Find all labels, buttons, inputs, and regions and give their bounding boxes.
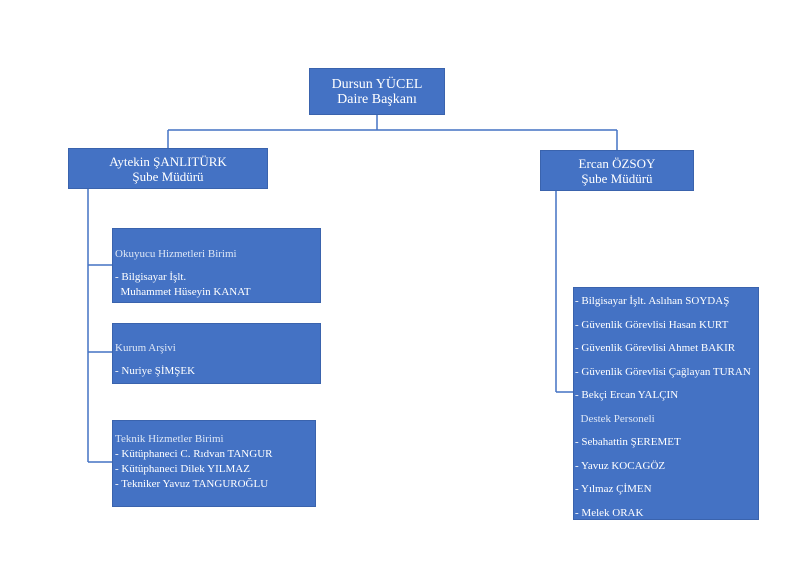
unit-header: Teknik Hizmetler Birimi [115,433,224,445]
node-title: Şube Müdürü [132,168,204,184]
staff-line: Muhammet Hüseyin KANAT [115,286,251,298]
node-name: Dursun YÜCEL [331,76,423,92]
node-title: Şube Müdürü [581,170,653,186]
node-sube-muduru-right: Ercan ÖZSOY Şube Müdürü [540,150,694,191]
staff-line: - Güvenlik Görevlisi Çağlayan TURAN [575,365,751,378]
staff-line: - Sebahattin ŞEREMET [575,436,681,448]
staff-line: - Bilgisayar İşlt. Aslıhan SOYDAŞ [575,295,730,307]
node-name: Ercan ÖZSOY [578,155,656,171]
unit-header: Destek Personeli [575,412,655,425]
staff-line: - Yavuz KOCAGÖZ [575,459,666,472]
node-destek-personeli: - Bilgisayar İşlt. Aslıhan SOYDAŞ - Güve… [573,287,759,520]
staff-line: - Bekçi Ercan YALÇIN [575,389,679,401]
node-name: Aytekin ŞANLITÜRK [109,153,227,169]
node-title: Daire Başkanı [337,91,417,107]
node-teknik-hizmetler: Teknik Hizmetler Birimi - Kütüphaneci C.… [112,420,316,507]
node-kurum-arsivi: Kurum Arşivi - Nuriye ŞİMŞEK [112,323,321,384]
unit-header: Kurum Arşivi [115,342,176,354]
node-okuyucu-hizmetleri: Okuyucu Hizmetleri Birimi - Bilgisayar İ… [112,228,321,303]
staff-line: - Kütüphaneci C. Rıdvan TANGUR [115,448,273,460]
staff-line: - Tekniker Yavuz TANGUROĞLU [115,478,269,490]
staff-line: - Nuriye ŞİMŞEK [115,365,196,377]
spacer [115,356,316,364]
staff-line: - Melek ORAK [575,506,644,519]
staff-line: - Bilgisayar İşlt. [115,271,187,283]
staff-line: - Kütüphaneci Dilek YILMAZ [115,463,250,475]
node-sube-muduru-left: Aytekin ŞANLITÜRK Şube Müdürü [68,148,268,189]
staff-line: - Güvenlik Görevlisi Hasan KURT [575,318,729,331]
unit-header: Okuyucu Hizmetleri Birimi [115,248,237,260]
node-daire-baskani: Dursun YÜCEL Daire Başkanı [309,68,445,115]
spacer [115,262,316,270]
staff-line: - Güvenlik Görevlisi Ahmet BAKIR [575,342,736,354]
staff-line: - Yılmaz ÇİMEN [575,483,652,495]
